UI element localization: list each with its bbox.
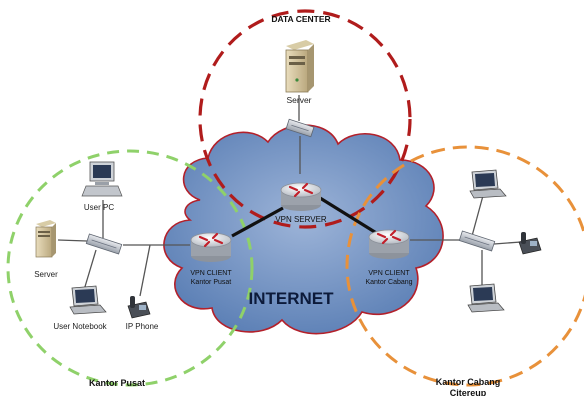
pusat-server-icon [35, 220, 56, 258]
vpn-client-pusat-label-2: Kantor Pusat [191, 279, 232, 286]
cabang-laptop-bottom-icon [467, 283, 505, 313]
kantor-cabang-title-2: Citereup [450, 388, 487, 396]
dc-server-icon [285, 40, 314, 93]
vpn-client-cabang-router-icon [368, 229, 410, 259]
kantor-cabang-title-1: Kantor Cabang [436, 377, 501, 387]
vpn-server-label: VPN SERVER [275, 215, 327, 224]
user-pc-label: User PC [84, 203, 114, 212]
pusat-server-label: Server [34, 270, 58, 279]
ip-phone-icon [127, 296, 151, 319]
vpn-client-cabang-label-2: Kantor Cabang [365, 279, 412, 286]
dc-server-label: Server [286, 95, 311, 105]
user-notebook-icon [69, 285, 107, 315]
vpn-client-cabang-label-1: VPN CLIENT [368, 270, 410, 277]
vpn-client-pusat-router-icon [190, 232, 232, 262]
internet-label: INTERNET [249, 289, 335, 308]
cabang-laptop-top-icon [469, 169, 507, 199]
vpn-client-pusat-label-1: VPN CLIENT [190, 270, 232, 277]
internet-cloud [163, 124, 444, 335]
vpn-server-router-icon [280, 182, 322, 211]
data-center-zone-ring [198, 9, 412, 229]
user-pc-icon [81, 161, 123, 197]
kantor-pusat-zone-ring [6, 149, 254, 387]
cabang-switch-icon [458, 230, 496, 252]
data-center-title: DATA CENTER [271, 14, 330, 24]
network-links [57, 95, 522, 297]
ip-phone-label: IP Phone [126, 322, 159, 331]
cabang-ip-phone-icon [518, 232, 542, 255]
user-notebook-label: User Notebook [53, 322, 107, 331]
dc-switch-icon [285, 118, 315, 138]
kantor-pusat-title: Kantor Pusat [89, 378, 145, 388]
kantor-cabang-zone-ring [345, 145, 584, 387]
pusat-switch-icon [85, 233, 123, 255]
